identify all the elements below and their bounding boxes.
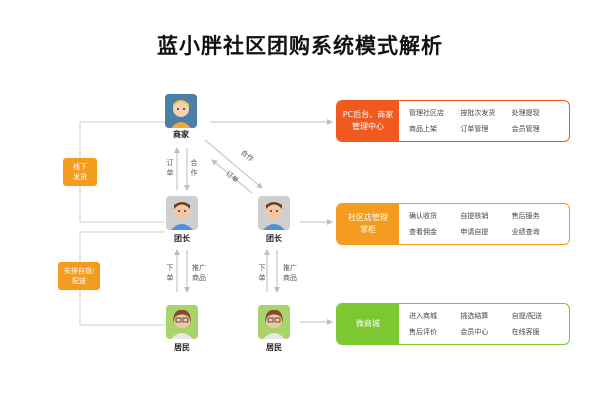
arrange-delivery-tag: 安排自提/配送 <box>58 262 100 290</box>
leader-right-label: 团长 <box>266 234 282 243</box>
micro-mall-panel: 微商城 进入商城 挑选结算 自提/配送 售后评价 会员中心 在线客服 <box>336 303 570 345</box>
feature-item: 按批次发货 <box>460 109 496 117</box>
feature-item: 会员管理 <box>511 125 540 133</box>
offline-ship-text: 线下发货 <box>73 163 87 181</box>
feature-item: 在线客服 <box>511 328 540 336</box>
order-label: 订单 <box>166 159 174 177</box>
micro-mall-title: 微商城 <box>356 319 380 328</box>
merchant-backend-title: PC后台、商家管理中心 <box>342 110 394 131</box>
resident-left-label: 居民 <box>174 343 190 352</box>
feature-item: 业绩查询 <box>511 228 540 236</box>
page-title: 蓝小胖社区团购系统模式解析 <box>157 34 443 58</box>
store-manager-title: 社区店管理掌柜 <box>348 213 388 234</box>
promote-right-label: 推广商品 <box>283 264 297 282</box>
feature-item: 订单管理 <box>460 125 489 133</box>
feature-item: 挑选结算 <box>460 312 489 320</box>
feature-item: 自提/配送 <box>511 312 543 320</box>
merchant-avatar-icon <box>165 94 197 128</box>
feature-item: 查看佣金 <box>409 228 437 236</box>
promote-left-label: 推广商品 <box>192 264 206 282</box>
leader-left-avatar-icon <box>166 196 198 230</box>
feature-item: 自提核销 <box>460 212 489 220</box>
store-manager-panel-head: 社区店管理掌柜 <box>337 204 399 244</box>
feature-item: 处理提现 <box>511 109 540 117</box>
feature-item: 售后服务 <box>511 212 540 220</box>
place-order-right-label: 下单 <box>258 264 266 282</box>
feature-item: 会员中心 <box>460 328 489 336</box>
micro-mall-feature-grid: 进入商城 挑选结算 自提/配送 售后评价 会员中心 在线客服 <box>399 304 569 344</box>
resident-right-avatar-icon <box>258 305 290 339</box>
leader-right-avatar-icon <box>258 196 290 230</box>
store-manager-panel: 社区店管理掌柜 确认收货 自提核销 售后服务 查看佣金 申请自提 业绩查询 <box>336 203 570 245</box>
micro-mall-panel-head: 微商城 <box>337 304 399 344</box>
cooperate-label: 合作 <box>190 159 198 177</box>
feature-item: 管理社区店 <box>409 109 444 117</box>
store-manager-feature-grid: 确认收货 自提核销 售后服务 查看佣金 申请自提 业绩查询 <box>399 204 569 244</box>
feature-item: 售后评价 <box>409 328 437 336</box>
place-order-left-label: 下单 <box>166 264 174 282</box>
feature-item: 申请自提 <box>460 228 489 236</box>
offline-ship-tag: 线下发货 <box>63 158 97 186</box>
feature-item: 确认收货 <box>409 212 437 220</box>
merchant-backend-panel-head: PC后台、商家管理中心 <box>337 101 399 141</box>
resident-right-label: 居民 <box>266 343 282 352</box>
merchant-label: 商家 <box>173 130 189 139</box>
feature-item: 进入商城 <box>409 312 437 320</box>
arrange-delivery-text: 安排自提/配送 <box>63 267 95 285</box>
feature-item: 商品上架 <box>409 125 437 133</box>
merchant-backend-panel: PC后台、商家管理中心 管理社区店 按批次发货 处理提现 商品上架 订单管理 会… <box>336 100 570 142</box>
merchant-backend-feature-grid: 管理社区店 按批次发货 处理提现 商品上架 订单管理 会员管理 <box>399 101 569 141</box>
resident-left-avatar-icon <box>166 305 198 339</box>
leader-left-label: 团长 <box>174 234 190 243</box>
